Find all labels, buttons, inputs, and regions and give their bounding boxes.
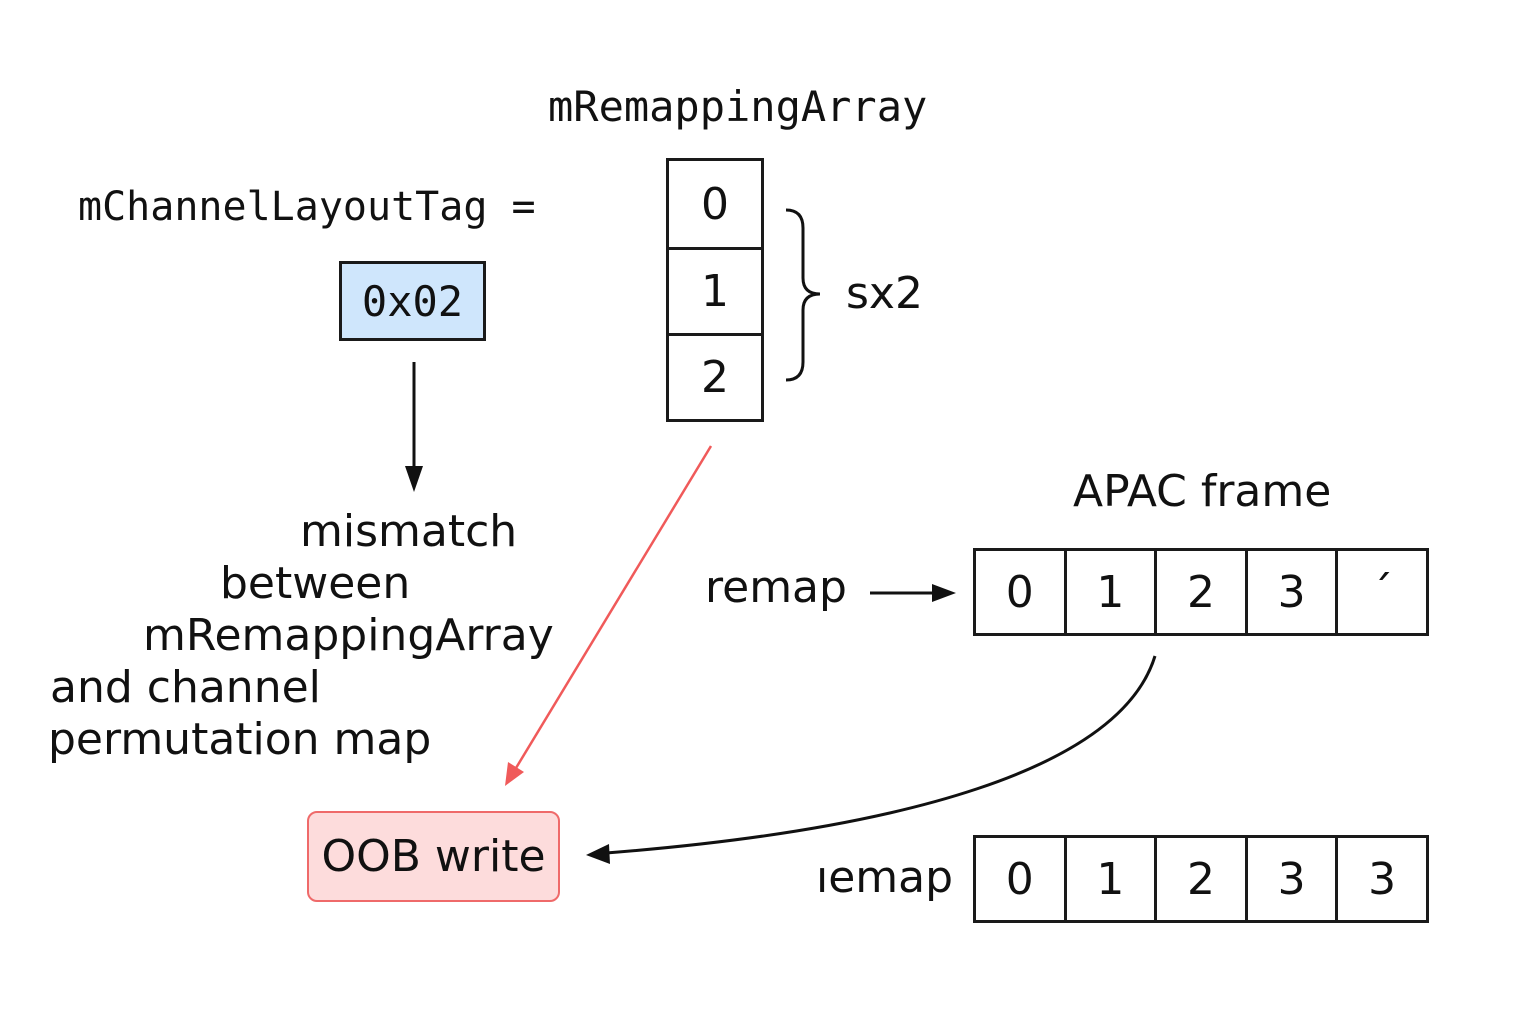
frame-cell: 0 [1005,566,1034,618]
channel-layout-tag-value: 0x02 [361,276,464,326]
remap-label: remap [705,562,847,613]
curly-brace-icon [785,208,821,382]
mismatch-line: mismatch [300,506,518,557]
remap-arrow [870,584,956,602]
frame-cell: 1 [1063,838,1155,920]
channel-layout-tag-label: mChannelLayoutTag = [78,184,536,230]
frame-cell: 1 [1063,551,1155,633]
mismatch-line: and channel [50,662,321,713]
channel-layout-tag-value-box: 0x02 [339,261,486,341]
remapping-array-cell: 1 [669,247,761,333]
remapping-array: 0 1 2 [666,158,764,422]
remapping-array-title: mRemappingArray [548,82,928,131]
oob-write-box: OOB write [307,811,560,902]
frame-cell: 3 [1335,838,1426,920]
remapping-array-cell: 2 [669,333,761,419]
apac-frame-row: 0 1 2 3 3 [973,835,1429,923]
remapping-array-cell: 0 [701,178,729,230]
mismatch-line: mRemappingArray [143,610,554,661]
frame-cell: 0 [1005,853,1034,905]
frame-cell: 2 [1154,551,1245,633]
frame-cell: 3 [1244,551,1336,633]
mismatch-line: permutation map [48,714,432,765]
curved-arrow [586,655,1157,864]
frame-cell: ´ [1335,551,1426,633]
brace-label: sx2 [846,268,923,319]
down-arrow [405,362,423,492]
apac-frame-title: APAC frame [1073,466,1332,517]
mismatch-line: between [220,558,411,609]
remap-label: ıemap [816,852,954,903]
frame-cell: 2 [1154,838,1245,920]
apac-frame-row: 0 1 2 3 ´ [973,548,1429,636]
frame-cell: 3 [1244,838,1336,920]
oob-write-label: OOB write [321,831,546,882]
